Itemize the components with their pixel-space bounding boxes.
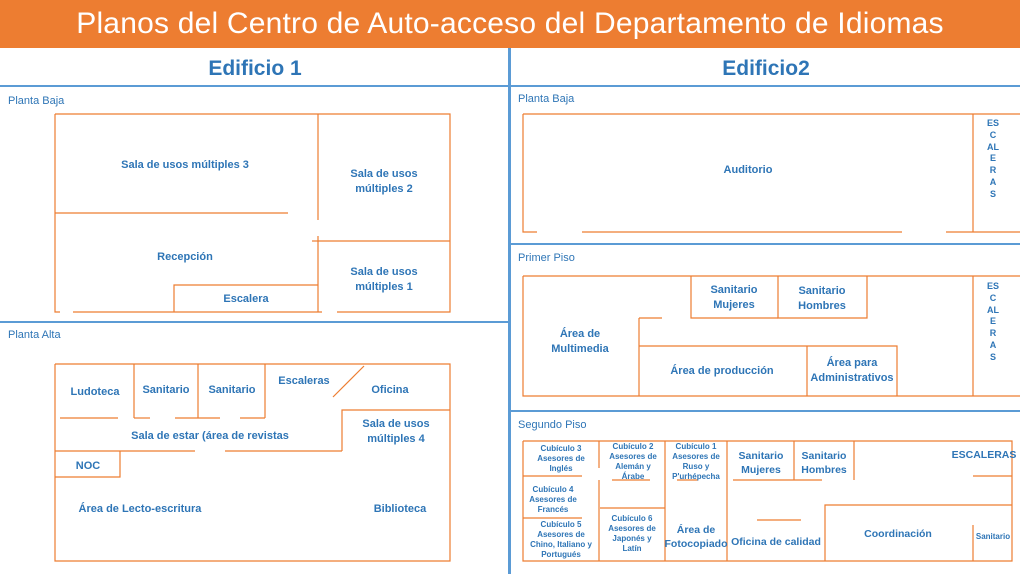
edificio1-header: Edificio 1 (208, 57, 302, 80)
room-sanitario-hombres-e2-sp: Sanitario Hombres (801, 449, 847, 476)
page-title: Planos del Centro de Auto-acceso del Dep… (76, 7, 944, 40)
building-divider (508, 48, 511, 574)
e1-planta-alta-walls (54, 363, 451, 562)
room-sanitario-hombres-e2-pp: Sanitario Hombres (798, 285, 846, 312)
room-sanitario-e2-sp: Sanitario (975, 532, 1011, 541)
e2-planta-baja-label: Planta Baja (518, 93, 575, 105)
room-sanitario-mujeres-e2-pp: Sanitario Mujeres (710, 284, 758, 311)
room-cubiculo-4: Cubículo 4 Asesores de Francés (529, 485, 577, 514)
room-cubiculo-6: Cubículo 6 Asesores de Japonés y Latín (608, 514, 656, 553)
edificio2-floor-divider-2 (511, 410, 1020, 412)
edificio1-floor-divider (0, 321, 508, 323)
room-sanitario-mujeres-e2-sp: Sanitario Mujeres (738, 449, 784, 476)
e2-planta-baja-walls (522, 113, 1020, 233)
room-escaleras-e2-pb: ESCALERAS (987, 118, 1000, 199)
e2-segundo-piso-walls (522, 440, 1013, 562)
room-escaleras-e2-sp: ESCALERAS (951, 448, 1017, 461)
room-cubiculo-5: Cubículo 5 Asesores de Chino, Italiano y… (530, 520, 592, 559)
e1-planta-alta-label: Planta Alta (8, 329, 61, 341)
title-bar: Planos del Centro de Auto-acceso del Dep… (0, 0, 1020, 48)
room-area-administrativos: Área para Administrativos (810, 357, 894, 384)
room-recepcion: Recepción (157, 250, 213, 263)
room-noc: NOC (75, 459, 101, 472)
room-sanitario-2: Sanitario (208, 383, 256, 396)
room-auditorio: Auditorio (723, 163, 773, 176)
room-escalera: Escalera (223, 292, 269, 305)
room-oficina: Oficina (371, 383, 409, 396)
e2-primer-piso-walls (522, 275, 1020, 397)
room-oficina-calidad: Oficina de calidad (731, 535, 821, 548)
room-area-produccion: Área de producción (670, 364, 774, 377)
edificio2-header: Edificio2 (722, 57, 810, 80)
room-coordinacion: Coordinación (864, 527, 932, 540)
room-biblioteca: Biblioteca (373, 502, 427, 515)
e1-planta-baja-walls (54, 113, 451, 313)
room-cubiculo-2: Cubículo 2 Asesores de Alemán y Árabe (609, 442, 657, 481)
room-escaleras: Escaleras (278, 374, 330, 387)
e2-primer-piso-label: Primer Piso (518, 252, 575, 264)
e1-planta-baja-label: Planta Baja (8, 95, 65, 107)
room-area-multimedia: Área de Multimedia (551, 328, 609, 355)
room-escaleras-e2-pp: ESCALERAS (987, 281, 1000, 362)
room-area-fotocopiado: Área de Fotocopiado (664, 523, 728, 550)
room-sala-usos-multiples-1: Sala de usos múltiples 1 (350, 266, 418, 293)
room-cubiculo-3: Cubículo 3 Asesores de Inglés (537, 444, 585, 473)
room-sanitario-1: Sanitario (142, 383, 190, 396)
room-ludoteca: Ludoteca (70, 385, 120, 398)
room-lecto-escritura: Área de Lecto-escritura (78, 502, 202, 515)
room-sala-usos-multiples-3: Sala de usos múltiples 3 (121, 158, 249, 171)
room-sala-usos-multiples-4: Sala de usos múltiples 4 (362, 418, 430, 445)
room-sala-usos-multiples-2: Sala de usos múltiples 2 (350, 168, 418, 195)
edificio2-floor-divider-1 (511, 243, 1020, 245)
e2-segundo-piso-label: Segundo Piso (518, 419, 587, 431)
room-cubiculo-1: Cubículo 1 Asesores de Ruso y P'urhépech… (672, 442, 720, 481)
room-sala-de-estar: Sala de estar (área de revistas (131, 429, 289, 442)
